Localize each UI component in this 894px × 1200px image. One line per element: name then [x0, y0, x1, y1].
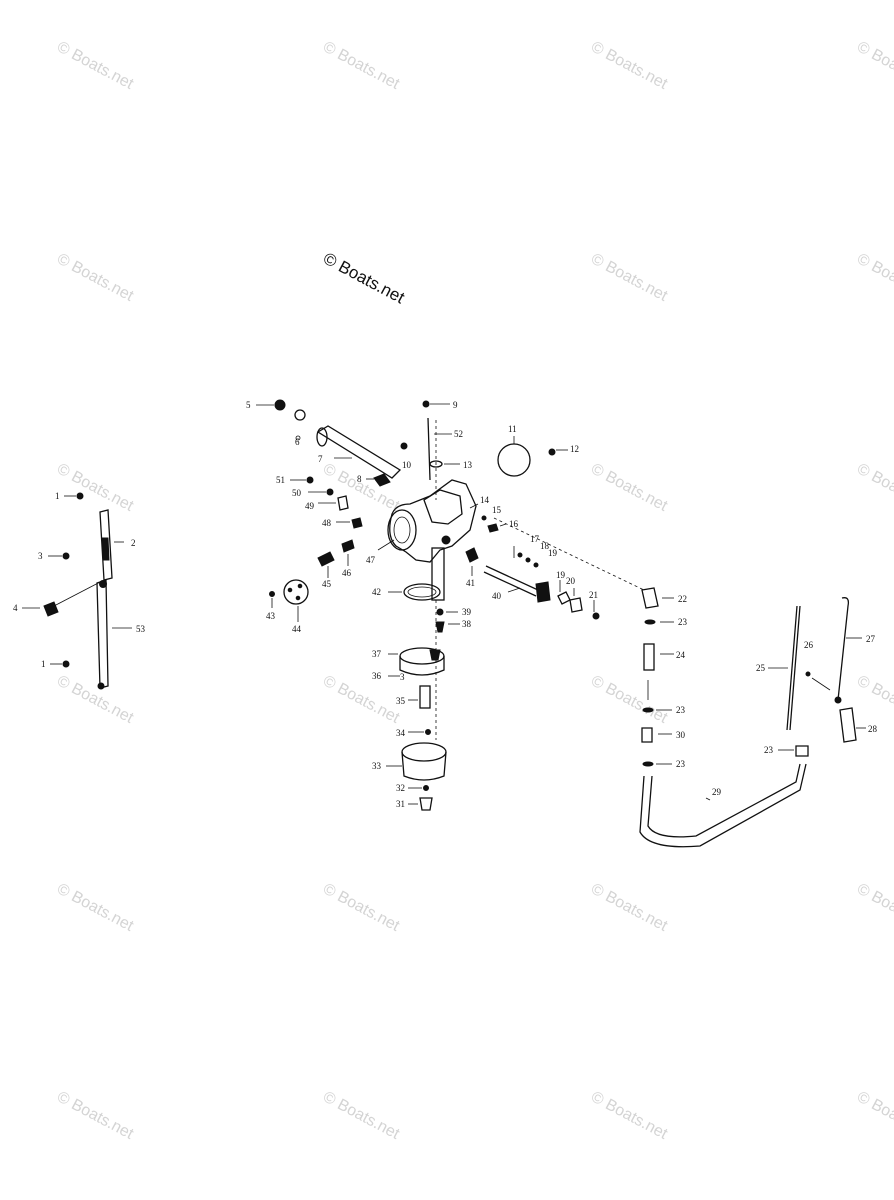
watermark: © Boats.net: [54, 461, 136, 516]
callout-1: 1: [55, 491, 60, 501]
callout-26: 26: [804, 640, 814, 650]
callout-48: 48: [322, 518, 332, 528]
callout-44: 44: [292, 624, 302, 634]
callout-31: 31: [396, 799, 405, 809]
callout-19: 19: [548, 548, 558, 558]
callout-52: 52: [454, 429, 463, 439]
callout-43: 43: [266, 611, 276, 621]
callout-7: 7: [318, 454, 323, 464]
callout-23-c: 23: [676, 759, 686, 769]
watermark: © Boats.net: [854, 39, 894, 94]
watermark: © Boats.net: [54, 881, 136, 936]
callout-35: 35: [396, 696, 406, 706]
watermark: © Boats.net: [54, 1089, 136, 1144]
callout-17: 17: [530, 534, 540, 544]
callout-20: 20: [566, 576, 576, 586]
callout-9: 9: [453, 400, 458, 410]
watermark: © Boats.net: [54, 673, 136, 728]
watermark: © Boats.net: [320, 673, 402, 728]
callout-24: 24: [676, 650, 686, 660]
callout-15: 15: [492, 505, 502, 515]
callout-3-small: 3: [400, 672, 405, 682]
watermark: © Boats.net: [854, 461, 894, 516]
callout-46: 46: [342, 568, 352, 578]
watermark: © Boats.net: [320, 39, 402, 94]
callout-5: 5: [246, 400, 251, 410]
callout-11: 11: [508, 424, 517, 434]
callout-45: 45: [322, 579, 332, 589]
callout-23: 23: [678, 617, 688, 627]
watermark: © Boats.net: [320, 1089, 402, 1144]
callout-13: 13: [463, 460, 473, 470]
callout-19-lower: 19: [556, 570, 566, 580]
callout-37: 37: [372, 649, 382, 659]
callout-47: 47: [366, 555, 376, 565]
callout-14: 14: [480, 495, 490, 505]
watermark: © Boats.net: [54, 39, 136, 94]
callout-27: 27: [866, 634, 876, 644]
callout-32: 32: [396, 783, 405, 793]
watermark: © Boats.net: [320, 461, 402, 516]
watermark: © Boats.net: [588, 673, 670, 728]
callout-42: 42: [372, 587, 381, 597]
watermark-layer: © Boats.net © Boats.net © Boats.net © Bo…: [54, 39, 894, 1144]
callout-23-d: 23: [764, 745, 774, 755]
callout-1-lower: 1: [41, 659, 46, 669]
callout-21: 21: [589, 590, 598, 600]
callout-29: 29: [712, 787, 722, 797]
watermark: © Boats.net: [320, 881, 402, 936]
watermark: © Boats.net: [588, 39, 670, 94]
callout-labels: 1 2 3 4 53 1 5 6 7 8 9 10 11 12 13 14 15…: [13, 400, 878, 809]
callout-18: 18: [540, 541, 550, 551]
callout-10: 10: [402, 460, 412, 470]
callout-22: 22: [678, 594, 687, 604]
callout-41: 41: [466, 578, 475, 588]
callout-23-b: 23: [676, 705, 686, 715]
watermark: © Boats.net: [854, 251, 894, 306]
callout-50: 50: [292, 488, 302, 498]
callout-49: 49: [305, 501, 315, 511]
watermark: © Boats.net: [588, 1089, 670, 1144]
carburetor-assembly: [256, 399, 645, 811]
callout-16: 16: [509, 519, 519, 529]
throttle-link-assembly: [22, 492, 132, 690]
callout-12: 12: [570, 444, 579, 454]
callout-3: 3: [38, 551, 43, 561]
callout-38: 38: [462, 619, 472, 629]
callout-34: 34: [396, 728, 406, 738]
watermark: © Boats.net: [854, 1089, 894, 1144]
watermark: © Boats.net: [54, 251, 136, 306]
callout-33: 33: [372, 761, 382, 771]
callout-28: 28: [868, 724, 878, 734]
callout-51: 51: [276, 475, 285, 485]
watermark: © Boats.net: [588, 251, 670, 306]
callout-2: 2: [131, 538, 136, 548]
callout-8: 8: [357, 474, 362, 484]
callout-53: 53: [136, 624, 146, 634]
fuel-line-assembly: [639, 587, 866, 848]
callout-4: 4: [13, 603, 18, 613]
callout-6: 6: [295, 437, 300, 447]
callout-30: 30: [676, 730, 686, 740]
watermark: © Boats.net: [854, 881, 894, 936]
callout-40: 40: [492, 591, 502, 601]
center-watermark: © Boats.net: [320, 249, 408, 308]
watermark: © Boats.net: [588, 881, 670, 936]
callout-39: 39: [462, 607, 472, 617]
watermark: © Boats.net: [854, 673, 894, 728]
callout-36: 36: [372, 671, 382, 681]
callout-25: 25: [756, 663, 766, 673]
watermark: © Boats.net: [588, 461, 670, 516]
